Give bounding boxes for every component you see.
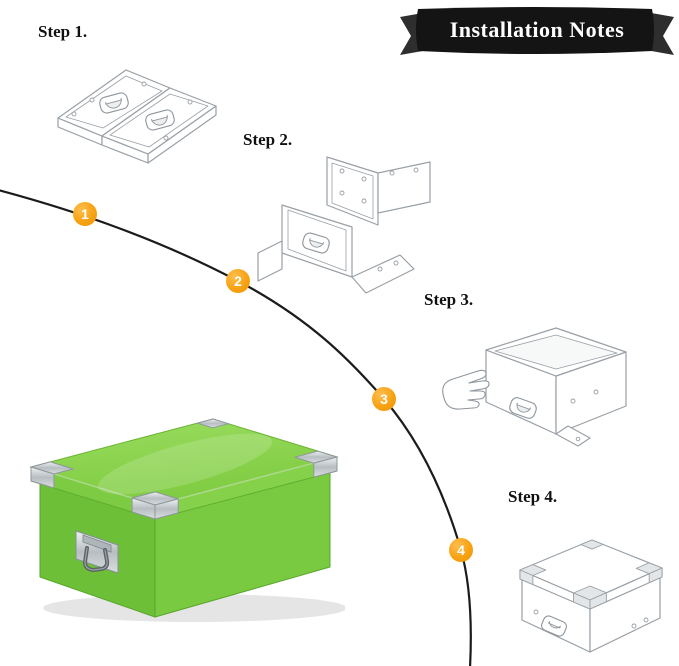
step-marker-2-number: 2	[234, 273, 242, 289]
step-marker-4: 4	[449, 538, 473, 562]
step4-label: Step 4.	[508, 487, 558, 506]
step3-illustration	[442, 327, 627, 447]
step-marker-3-number: 3	[380, 391, 388, 407]
ribbon-band	[416, 7, 654, 54]
product-photo-green-box	[29, 418, 345, 622]
snap-studs	[533, 609, 649, 629]
step-marker-2: 2	[226, 269, 250, 293]
step4-box	[519, 539, 663, 653]
d-ring-handle-icon	[541, 615, 567, 637]
step-marker-1: 1	[73, 202, 97, 226]
snap-studs	[570, 389, 599, 442]
step2-illustration	[257, 156, 431, 294]
d-ring-handle-icon	[99, 92, 129, 114]
step4-illustration	[519, 539, 663, 653]
step-marker-3: 3	[372, 387, 396, 411]
banner-title: Installation Notes	[449, 17, 625, 42]
step1-illustration	[57, 69, 217, 164]
step-marker-4-number: 4	[457, 542, 465, 558]
hand-icon	[442, 369, 490, 410]
d-ring-handle-icon	[509, 397, 537, 419]
step2-panels	[257, 156, 431, 294]
step2-label: Step 2.	[243, 130, 293, 149]
d-ring-handle-icon	[145, 109, 175, 131]
banner-ribbon: Installation Notes	[400, 2, 674, 60]
step1-panels	[57, 69, 217, 164]
corner-protectors	[519, 539, 663, 610]
ribbon-shape	[400, 7, 674, 55]
snap-studs	[71, 81, 193, 141]
step1-label: Step 1.	[38, 22, 88, 41]
step3-label: Step 3.	[424, 290, 474, 309]
step-marker-1-number: 1	[81, 206, 89, 222]
step3-box	[485, 327, 627, 447]
